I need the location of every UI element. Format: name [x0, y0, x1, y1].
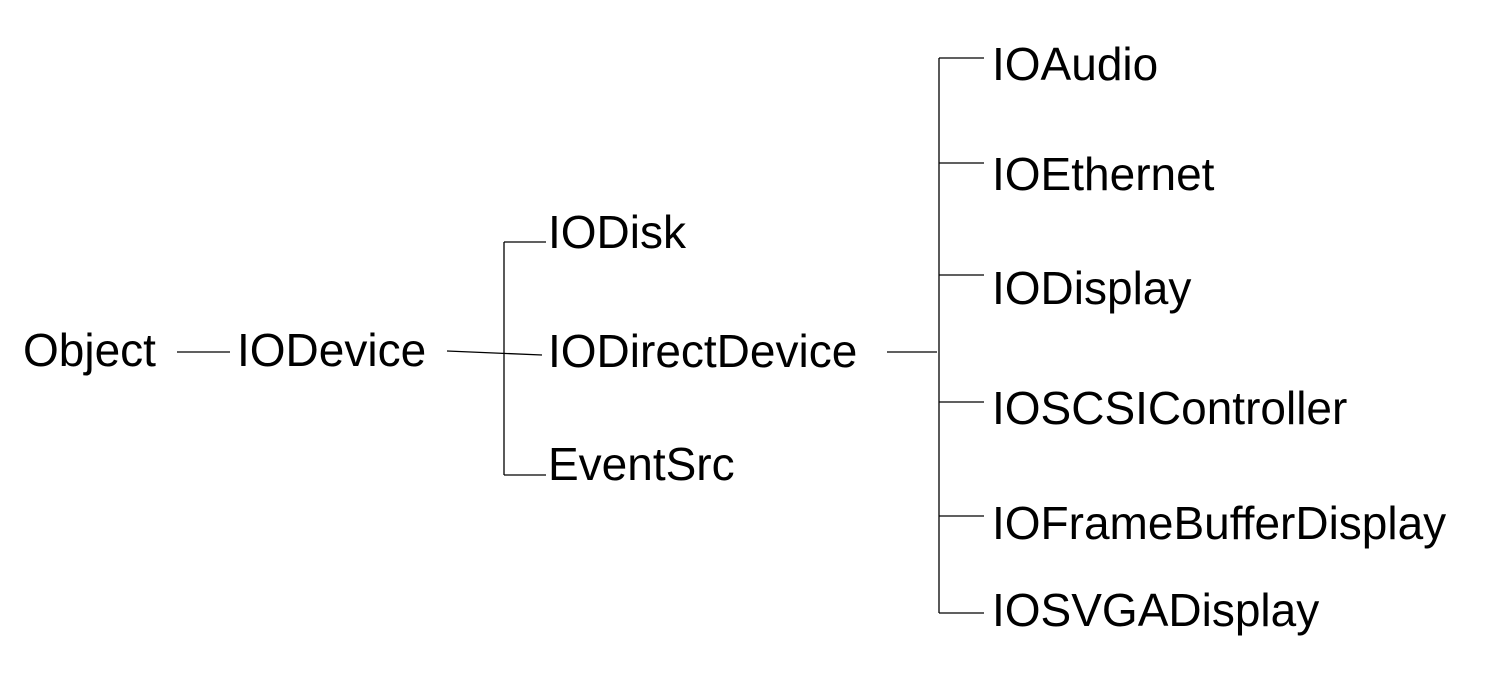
class-label-iodisplay: IODisplay [992, 262, 1191, 314]
class-label-iodisk: IODisk [548, 206, 687, 258]
class-label-iosvgadisplay: IOSVGADisplay [992, 584, 1319, 636]
class-label-ioaudio: IOAudio [992, 38, 1158, 90]
class-label-ioethernet: IOEthernet [992, 148, 1215, 200]
class-label-iodevice: IODevice [237, 324, 426, 376]
class-label-ioframebufferdisplay: IOFrameBufferDisplay [992, 497, 1446, 549]
class-label-eventsrc: EventSrc [548, 438, 735, 490]
connector-iodevice-children [446, 350, 543, 356]
class-label-iodirectdevice: IODirectDevice [548, 325, 857, 377]
class-label-ioscsicontroller: IOSCSIController [992, 382, 1347, 434]
class-label-object: Object [23, 324, 156, 376]
